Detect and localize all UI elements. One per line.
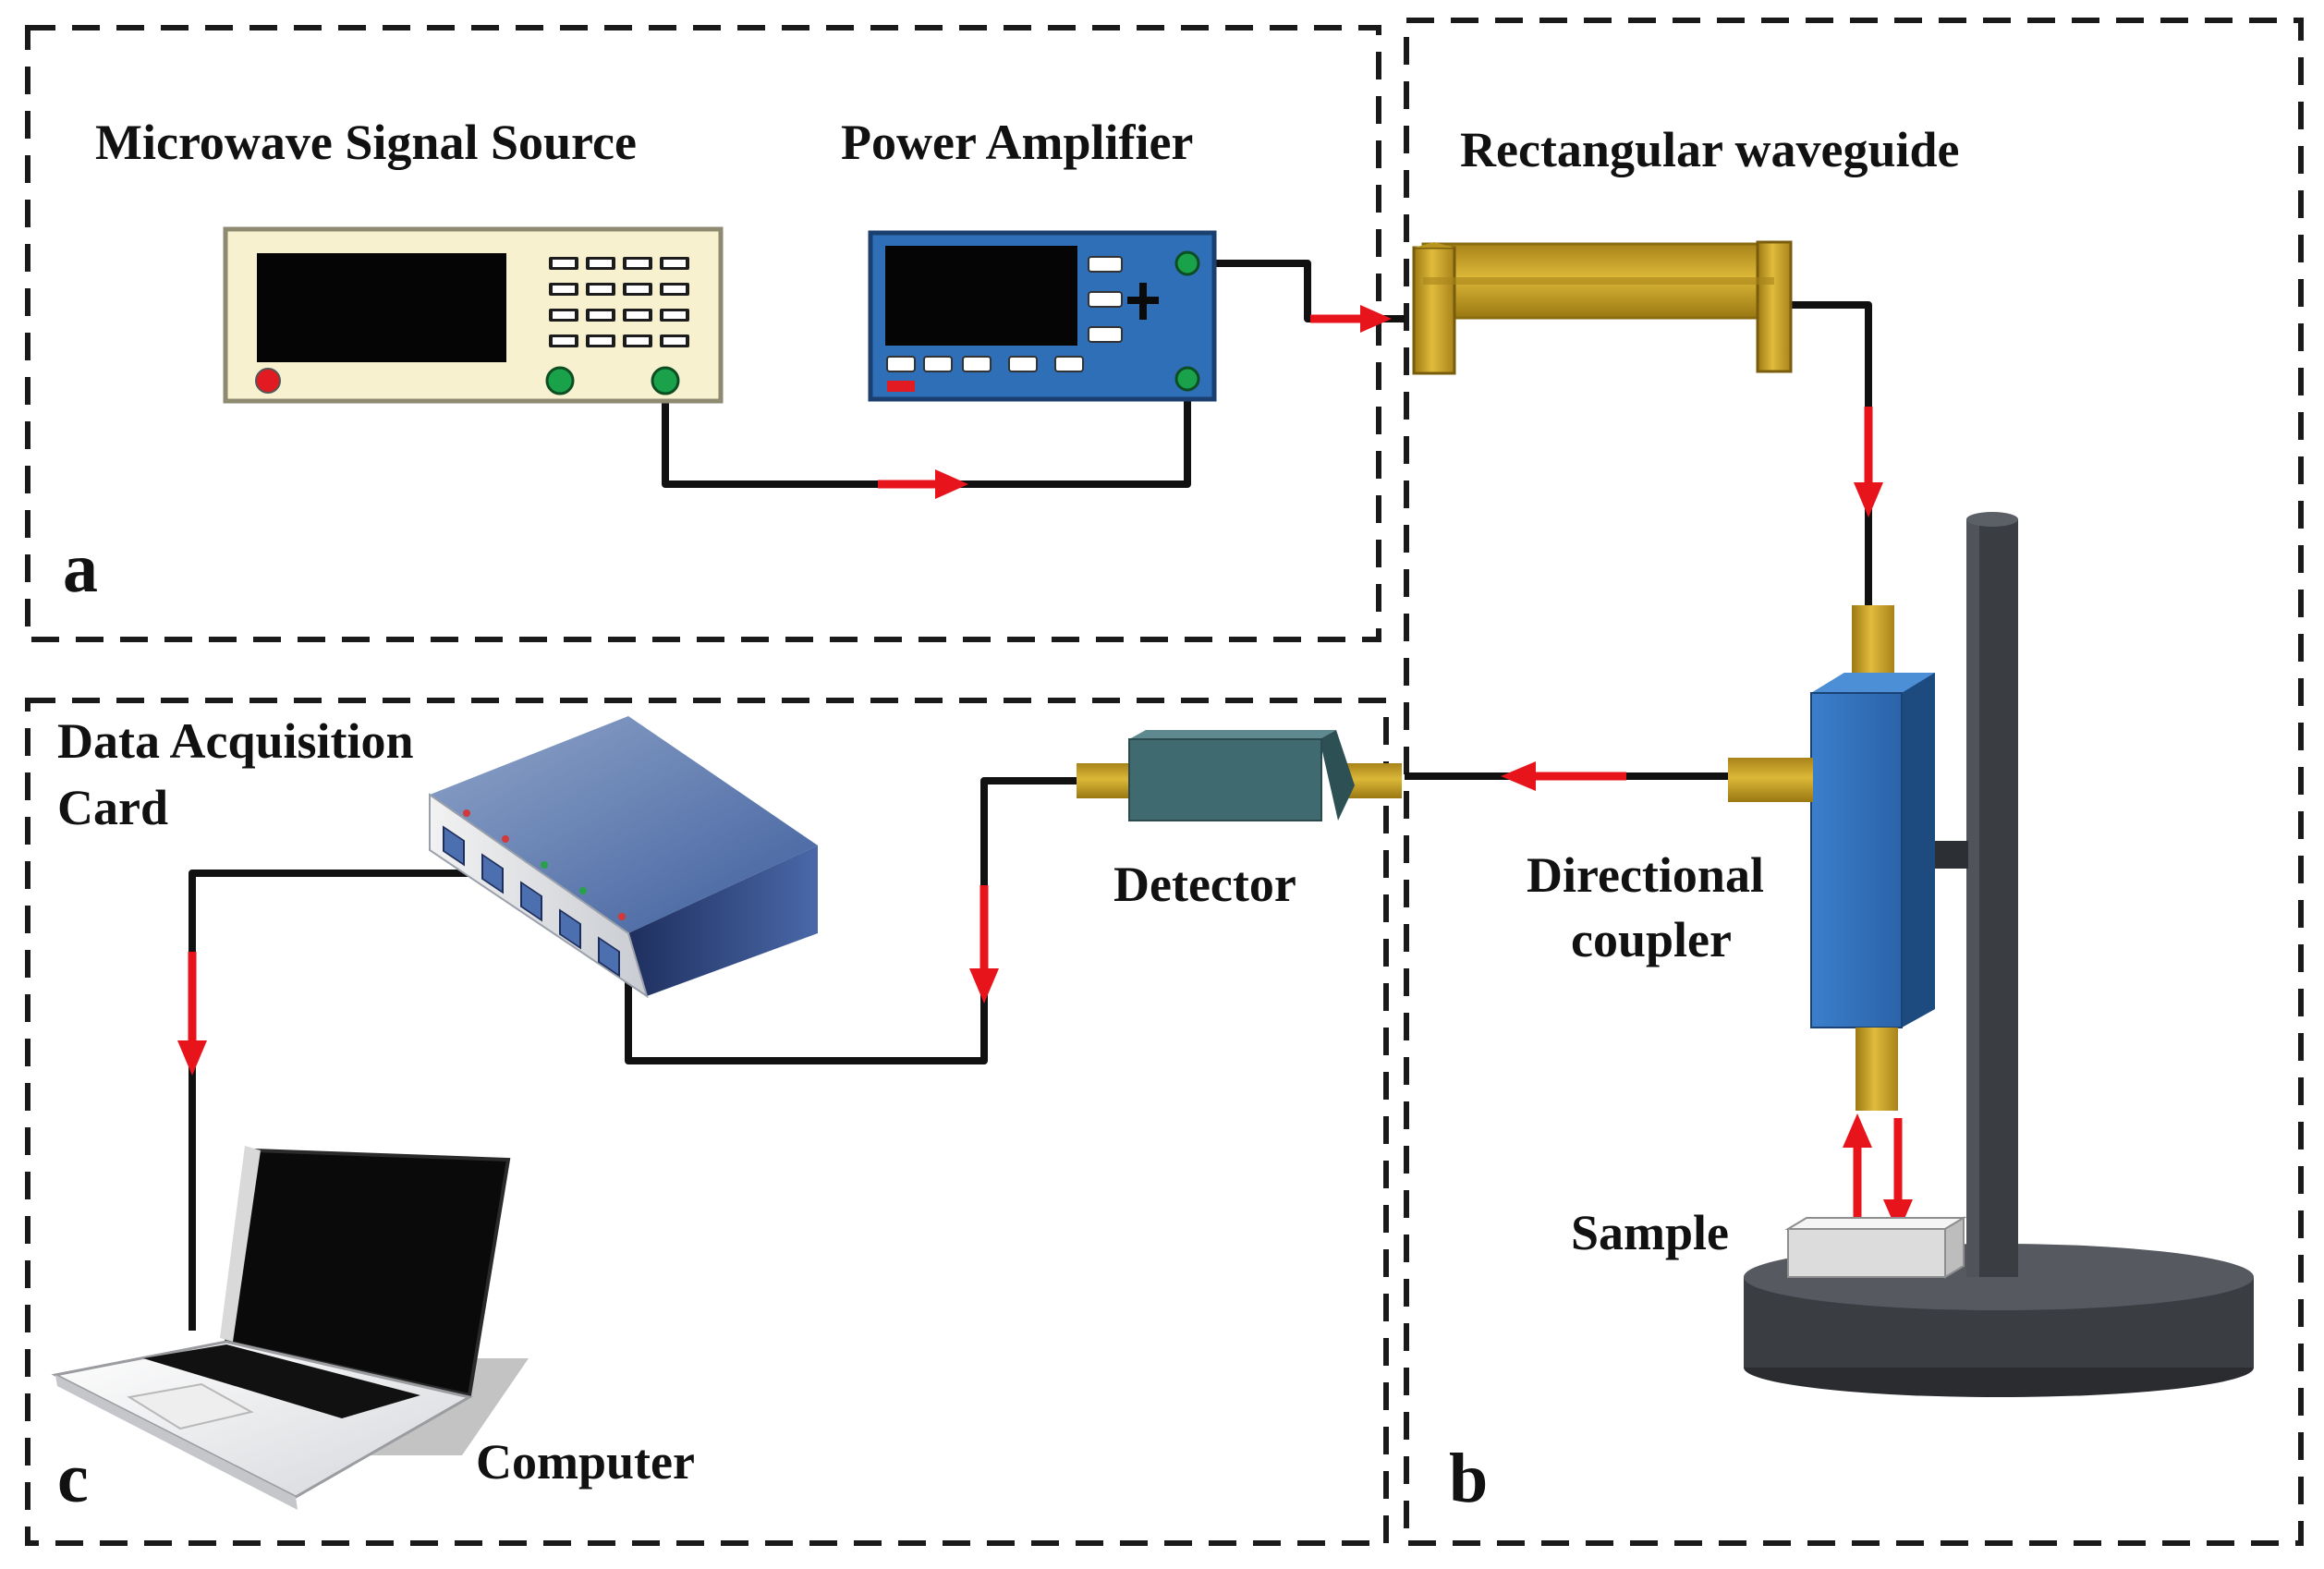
daq-port-leds [463,809,626,920]
panel-letter-b: b [1449,1440,1488,1517]
arrow-source-to-amp [878,469,968,499]
cable-daq-to-computer [189,870,490,1331]
detector [1077,730,1402,821]
label-computer: Computer [476,1434,695,1490]
laptop-trackpad [127,1382,254,1430]
label-card: Card [57,780,168,835]
label-detector: Detector [1113,857,1296,912]
arrow-reflected-from-sample [1843,1113,1872,1229]
source-power-led [255,368,281,394]
panel-letter-c: c [57,1440,89,1517]
label-power-amplifier: Power Amplifier [841,115,1193,170]
amplifier-plus-icon [1127,283,1159,320]
panel-c-border [25,698,1389,1546]
label-coupler: coupler [1571,912,1732,967]
laptop-keyboard [143,1344,420,1418]
daq-ports [443,825,620,978]
cable-detector-to-daq [625,777,1077,1064]
arrow-detector-to-daq [969,885,999,1003]
panel-b-border [1404,18,2304,1546]
microwave-signal-source [223,226,724,404]
waveguide-flange-right [1756,240,1793,373]
panel-letter-a: a [63,529,98,607]
rectangular-waveguide [1412,240,1793,375]
label-rectangular-waveguide: Rectangular waveguide [1460,122,1959,177]
label-directional: Directional [1527,847,1764,903]
cables [189,260,1872,1331]
arrow-coupler-to-detector [1501,761,1626,791]
source-display [257,253,506,362]
label-data-acquisition: Data Acquisition [57,713,414,769]
detector-right-connector [1345,763,1402,798]
amplifier-red-indicator [887,381,915,392]
arrow-incident-to-sample [1883,1118,1913,1234]
amplifier-port-top [1174,250,1200,276]
power-amplifier [868,230,1217,402]
data-acquisition-card [429,716,818,999]
panel-borders [25,18,2304,1546]
arrow-amp-to-waveguide [1310,305,1392,333]
arrow-waveguide-to-coupler [1854,407,1883,517]
label-microwave-signal-source: Microwave Signal Source [95,115,637,170]
amplifier-display [885,246,1077,346]
cable-waveguide-to-coupler [1788,301,1872,605]
source-port-right [651,366,680,395]
signal-arrows [177,305,1913,1234]
arrow-daq-to-computer [177,952,207,1076]
source-port-left [545,366,575,395]
directional-coupler [1728,605,1935,1111]
detector-left-connector [1077,763,1134,798]
panel-a-border [25,25,1381,642]
laptop-computer [51,1146,529,1510]
label-sample: Sample [1571,1205,1729,1260]
coupler-side-port [1728,758,1813,802]
amplifier-port-bottom [1174,366,1200,392]
sample-stand [1744,512,2254,1397]
stand-clamp-arm [1931,841,1968,869]
coupler-bottom-port [1856,1028,1898,1111]
waveguide-flange-left [1412,246,1456,375]
sample-block [1784,1216,1967,1279]
